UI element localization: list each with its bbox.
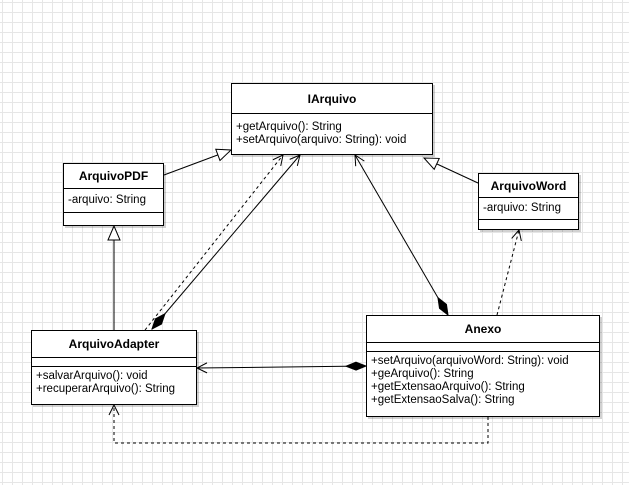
class-anexo-name: Anexo (367, 316, 599, 343)
class-iarquivo-name: IArquivo (232, 84, 432, 114)
class-arquivoword-methods (479, 220, 578, 224)
method-getarquivo: +getArquivo(): String (236, 121, 342, 133)
class-iarquivo-methods: +getArquivo(): String +setArquivo(arquiv… (232, 114, 432, 149)
edge-pdf-to-iarquivo-generalization (163, 150, 231, 176)
class-arquivopdf-methods (64, 213, 163, 217)
class-arquivoadapter-methods: +salvarArquivo(): void +recuperarArquivo… (32, 367, 196, 398)
attribute-arquivo: -arquivo: String (68, 194, 146, 206)
class-arquivopdf-attributes: -arquivo: String (64, 189, 163, 213)
class-arquivoadapter-name: ArquivoAdapter (32, 331, 196, 358)
method-getextensaoarquivo: +getExtensaoArquivo(): String (371, 381, 525, 393)
class-anexo[interactable]: Anexo +setArquivo(arquivoWord: String): … (366, 315, 600, 417)
class-anexo-attributes (367, 343, 599, 352)
method-gearquivo: +geArquivo(): String (371, 368, 474, 380)
class-anexo-methods: +setArquivo(arquivoWord: String): void +… (367, 352, 599, 409)
class-arquivoword-name: ArquivoWord (479, 174, 578, 198)
method-setarquivo: +setArquivo(arquivo: String): void (236, 134, 407, 146)
method-recuperararquivo: +recuperarArquivo(): String (36, 383, 176, 395)
class-arquivoadapter[interactable]: ArquivoAdapter +salvarArquivo(): void +r… (31, 330, 197, 405)
class-arquivoword-attributes: -arquivo: String (479, 198, 578, 220)
edge-anexo-to-word-dependency (496, 230, 519, 316)
edge-anexo-to-iarquivo-composition (355, 155, 448, 315)
class-arquivopdf-name: ArquivoPDF (64, 164, 163, 189)
edge-adapter-to-iarquivo-dependency (144, 155, 283, 331)
class-arquivopdf[interactable]: ArquivoPDF -arquivo: String (63, 163, 164, 226)
class-iarquivo[interactable]: IArquivo +getArquivo(): String +setArqui… (231, 83, 433, 155)
method-salvararquivo: +salvarArquivo(): void (36, 370, 148, 382)
edge-word-to-iarquivo-generalization (424, 158, 479, 184)
class-arquivoword[interactable]: ArquivoWord -arquivo: String (478, 173, 579, 230)
attribute-arquivo: -arquivo: String (483, 202, 561, 214)
method-getextensaosalva: +getExtensaoSalva(): String (371, 394, 515, 406)
edge-anexo-to-adapter-dependency (114, 405, 489, 444)
edge-adapter-to-iarquivo-composition (152, 155, 300, 329)
edge-anexo-to-adapter-composition (197, 366, 366, 368)
method-setarquivo: +setArquivo(arquivoWord: String): void (371, 355, 569, 367)
class-arquivoadapter-attributes (32, 358, 196, 367)
